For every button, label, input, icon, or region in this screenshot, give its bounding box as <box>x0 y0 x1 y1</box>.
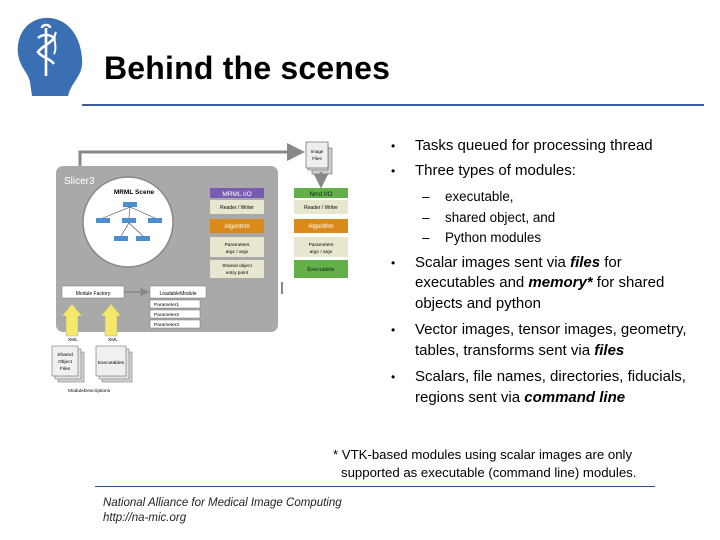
svg-text:Files: Files <box>60 366 71 372</box>
bullet-module-types: Three types of modules: <box>388 161 688 182</box>
executables-label: Executables <box>98 360 125 366</box>
sub-bullet-executable: –executable, <box>422 189 514 204</box>
slicer3-label: Slicer3 <box>64 176 95 187</box>
algorithm-left-label: Algorithm <box>224 224 249 230</box>
mrml-io-label: MRML I/O <box>222 191 251 198</box>
image-files-label: Image <box>311 149 324 154</box>
svg-text:Files: Files <box>312 156 322 161</box>
slicer3-architecture-diagram: Image Files Slicer3 MRML Scene MRML I/O … <box>51 141 348 394</box>
xml-right-label: XML <box>108 337 118 343</box>
svg-text:Object: Object <box>58 359 73 365</box>
executable-label: Executable <box>307 267 334 273</box>
mrml-scene-label: MRML Scene <box>114 189 155 196</box>
sub-bullet-python: –Python modules <box>422 230 542 245</box>
module-descriptions-label: ModuleDescriptions <box>68 388 111 394</box>
footnote: * VTK-based modules using scalar images … <box>333 447 637 480</box>
algorithm-right-label: Algorithm <box>308 224 333 230</box>
svg-text:Parameter1: Parameter1 <box>154 302 179 308</box>
svg-text:Reader / Writer: Reader / Writer <box>220 205 254 211</box>
bullet-tasks-queued: Tasks queued for processing thread <box>388 136 688 157</box>
svg-text:argc / argv: argc / argv <box>226 249 249 255</box>
svg-text:Parameters: Parameters <box>225 242 250 248</box>
loadable-module-label: LoadableModule <box>160 291 197 297</box>
shared-object-files-label: Shared <box>57 352 73 358</box>
svg-text:argc / argv: argc / argv <box>310 249 333 255</box>
svg-text:entry point: entry point <box>226 270 249 276</box>
xml-left-label: XML <box>68 337 78 343</box>
svg-text:Parameter2: Parameter2 <box>154 312 179 318</box>
svg-text:Parameter3: Parameter3 <box>154 322 179 328</box>
svg-text:Reader / Writer: Reader / Writer <box>304 205 338 211</box>
footer-divider <box>95 486 655 487</box>
module-factory-label: Module Factory <box>76 291 111 297</box>
svg-text:Parameters: Parameters <box>309 242 334 248</box>
slide-title: Behind the scenes <box>104 50 391 86</box>
bullet-vector-images: Vector images, tensor images, geometry, … <box>388 320 688 361</box>
title-divider <box>82 104 704 106</box>
bullet-scalar-images: Scalar images sent via files for executa… <box>388 253 688 315</box>
sub-bullet-shared-object: –shared object, and <box>422 209 556 225</box>
bullet-list: Tasks queued for processing thread Three… <box>388 136 688 408</box>
bullet-scalars: Scalars, file names, directories, fiduci… <box>388 367 688 408</box>
namic-logo <box>17 17 83 96</box>
nrrd-io-label: Nrrd I/O <box>309 191 332 198</box>
footer-credit: National Alliance for Medical Image Comp… <box>103 497 342 524</box>
svg-text:Shared object: Shared object <box>222 263 252 269</box>
